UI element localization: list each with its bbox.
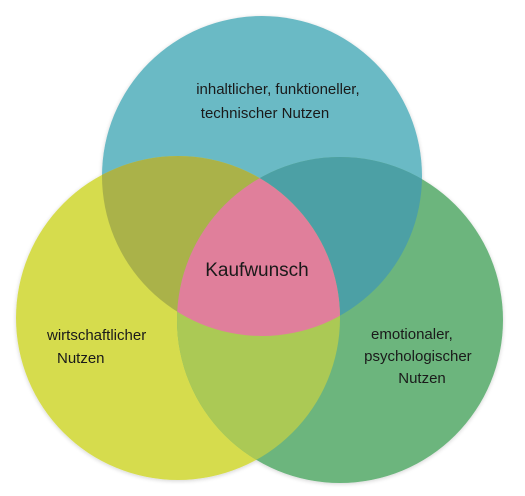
label-top-line-2: technischer Nutzen <box>201 105 329 122</box>
label-left-line-2: Nutzen <box>57 350 105 367</box>
label-right-line-1: emotionaler, <box>371 326 453 343</box>
label-right: emotionaler, psychologischer Nutzen <box>364 326 476 387</box>
label-right-line-3: Nutzen <box>398 370 446 387</box>
label-center: Kaufwunsch <box>205 260 309 281</box>
label-left: wirtschaftlicher Nutzen <box>46 327 150 367</box>
label-left-line-1: wirtschaftlicher <box>46 327 146 344</box>
label-right-line-2: psychologischer <box>364 348 472 365</box>
center-region <box>177 157 340 336</box>
label-top-line-1: inhaltlicher, funktioneller, <box>196 81 359 98</box>
label-top: inhaltlicher, funktioneller, technischer… <box>196 81 364 122</box>
